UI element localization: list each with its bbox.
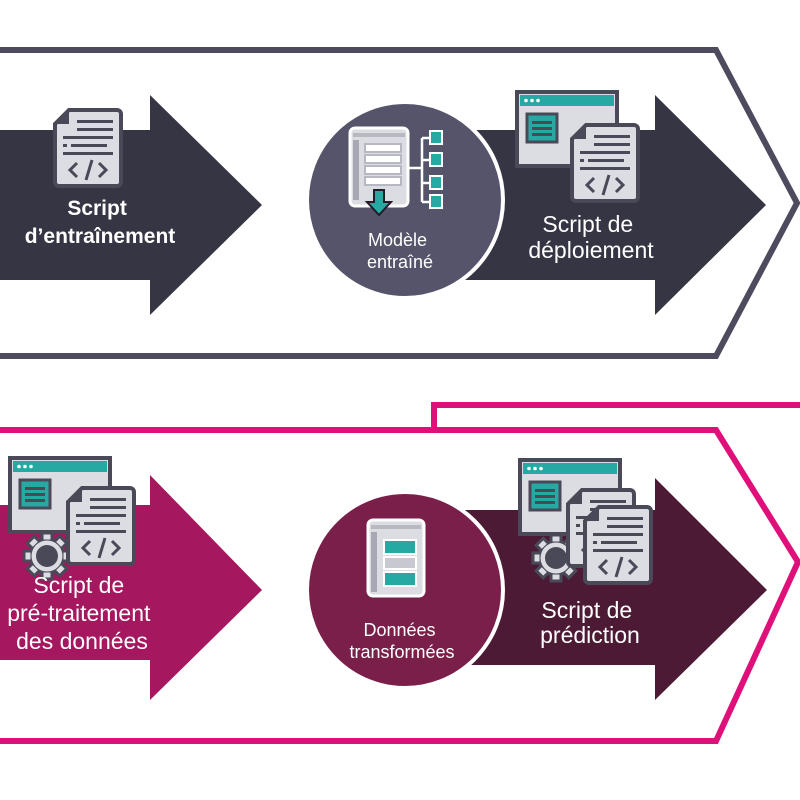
bottom-pipeline: Script de pré-traitement des données Don…: [0, 402, 800, 744]
bottom-step3-label: Script de prédiction: [540, 597, 640, 648]
bottom-outer-frame-line: [431, 402, 800, 430]
bottom-step1-label: Script de pré-traitement des données: [7, 572, 157, 654]
top-frame: [0, 47, 800, 359]
top-step3-label: Script de déploiement: [528, 211, 654, 263]
code-document-icon: [53, 108, 123, 188]
trained-model-icon: [348, 126, 443, 217]
prediction-script-icon: [518, 458, 653, 585]
preprocessing-script-icon: [8, 456, 136, 581]
top-step2-label: Modèle entraîné: [367, 230, 433, 272]
top-pipeline: Script d’entraînement Modèle entraîné: [0, 47, 800, 359]
bottom-step2-label: Données transformées: [349, 620, 454, 662]
top-step1-label: Script d’entraînement: [25, 197, 176, 248]
bottom-frame: [0, 427, 800, 744]
transformed-data-icon: [366, 518, 426, 598]
